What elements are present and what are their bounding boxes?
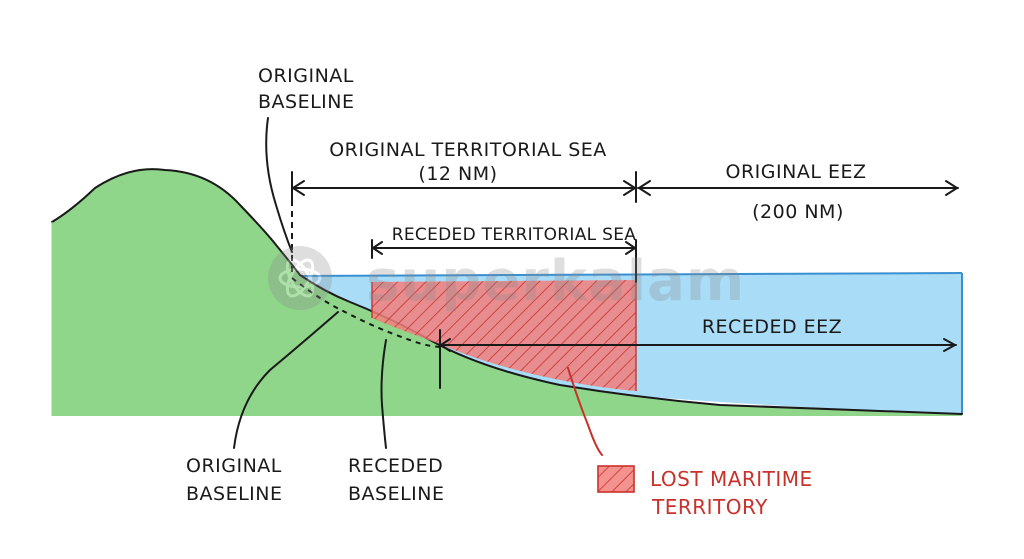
label-original-baseline-top-line1: ORIGINAL: [258, 65, 354, 87]
watermark-logo: [268, 246, 332, 310]
receded-baseline-line: [291, 277, 441, 348]
label-receded-eez: RECEDED EEZ: [702, 316, 842, 338]
leader-original-baseline-top: [265, 117, 293, 253]
label-original-eez: ORIGINAL EEZ: [726, 161, 867, 183]
label-receded-baseline-line1: RECEDED: [348, 455, 443, 477]
label-receded-baseline-line2: BASELINE: [348, 483, 445, 505]
label-original-eez-distance: (200 NM): [752, 201, 844, 223]
receded-territorial-sea-arrow: [371, 239, 637, 283]
original-territorial-sea-arrow: [291, 171, 637, 203]
sea-surface-line: [289, 272, 963, 277]
leader-original-baseline-bottom: [233, 311, 339, 449]
label-receded-territorial-sea: RECEDED TERRITORIAL SEA: [392, 225, 636, 245]
legend-lost-territory-line1: LOST MARITIME: [650, 467, 813, 491]
label-original-baseline-bottom-line2: BASELINE: [186, 483, 283, 505]
label-original-baseline-bottom-line1: ORIGINAL: [186, 455, 282, 477]
coastline: [51, 168, 963, 415]
leader-receded-baseline: [380, 339, 387, 449]
receded-eez-arrow: [439, 329, 957, 389]
watermark-text: superkalam: [366, 249, 745, 314]
label-original-territorial-sea: ORIGINAL TERRITORIAL SEA: [329, 139, 607, 161]
legend-lost-territory-line2: TERRITORY: [651, 495, 768, 519]
legend-lost-territory: [597, 465, 635, 493]
leader-lost-territory: [567, 367, 603, 456]
land-mass: [52, 169, 962, 416]
label-original-baseline-top-line2: BASELINE: [258, 91, 355, 113]
original-eez-arrow: [637, 180, 959, 196]
label-original-territorial-sea-distance: (12 NM): [418, 163, 497, 185]
